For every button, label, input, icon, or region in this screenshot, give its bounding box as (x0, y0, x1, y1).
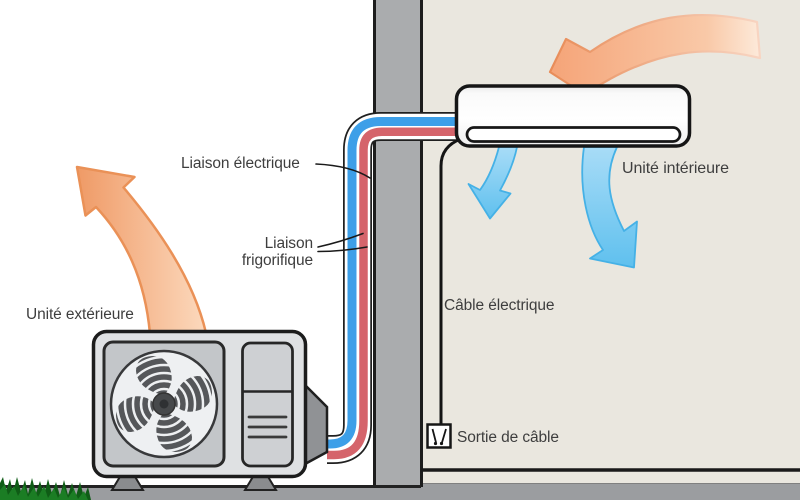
label-liaison-frigorifique: Liaison frigorifique (241, 235, 313, 270)
label-cable-electrique: Câble électrique (444, 297, 555, 314)
label-unite-interieure: Unité intérieure (622, 160, 729, 177)
refrigerant-pipes (327, 112, 463, 464)
leader-liaison-electrique (315, 163, 371, 179)
leader-liaison-frigorifique-bottom (317, 246, 368, 253)
cold-pipe (327, 117, 463, 449)
warm-pipe (327, 127, 463, 460)
cable-outlet-icon (426, 423, 452, 449)
grass (0, 477, 91, 500)
cold-air-arrow-left (467, 146, 518, 220)
side-panel-vents (247, 415, 288, 439)
room-floor (421, 468, 800, 500)
label-liaison-electrique: Liaison électrique (181, 155, 300, 172)
wall (373, 0, 423, 488)
cold-air-arrow-right (581, 146, 638, 269)
outdoor-unit (91, 329, 329, 491)
indoor-unit-vent (465, 126, 682, 143)
label-unite-exterieure: Unité extérieure (26, 306, 134, 323)
cold-air-arrows (467, 146, 638, 269)
pipe-connection-cover (303, 381, 329, 467)
indoor-unit (454, 84, 692, 148)
leader-lines (315, 163, 371, 253)
hot-air-arrow-outdoor (75, 165, 208, 336)
leader-liaison-frigorifique-top (317, 232, 364, 248)
hot-air-arrow-indoor (548, 13, 762, 96)
label-sortie-de-cable: Sortie de câble (457, 429, 559, 446)
outside-ground (0, 485, 423, 500)
fan-icon (115, 355, 213, 453)
